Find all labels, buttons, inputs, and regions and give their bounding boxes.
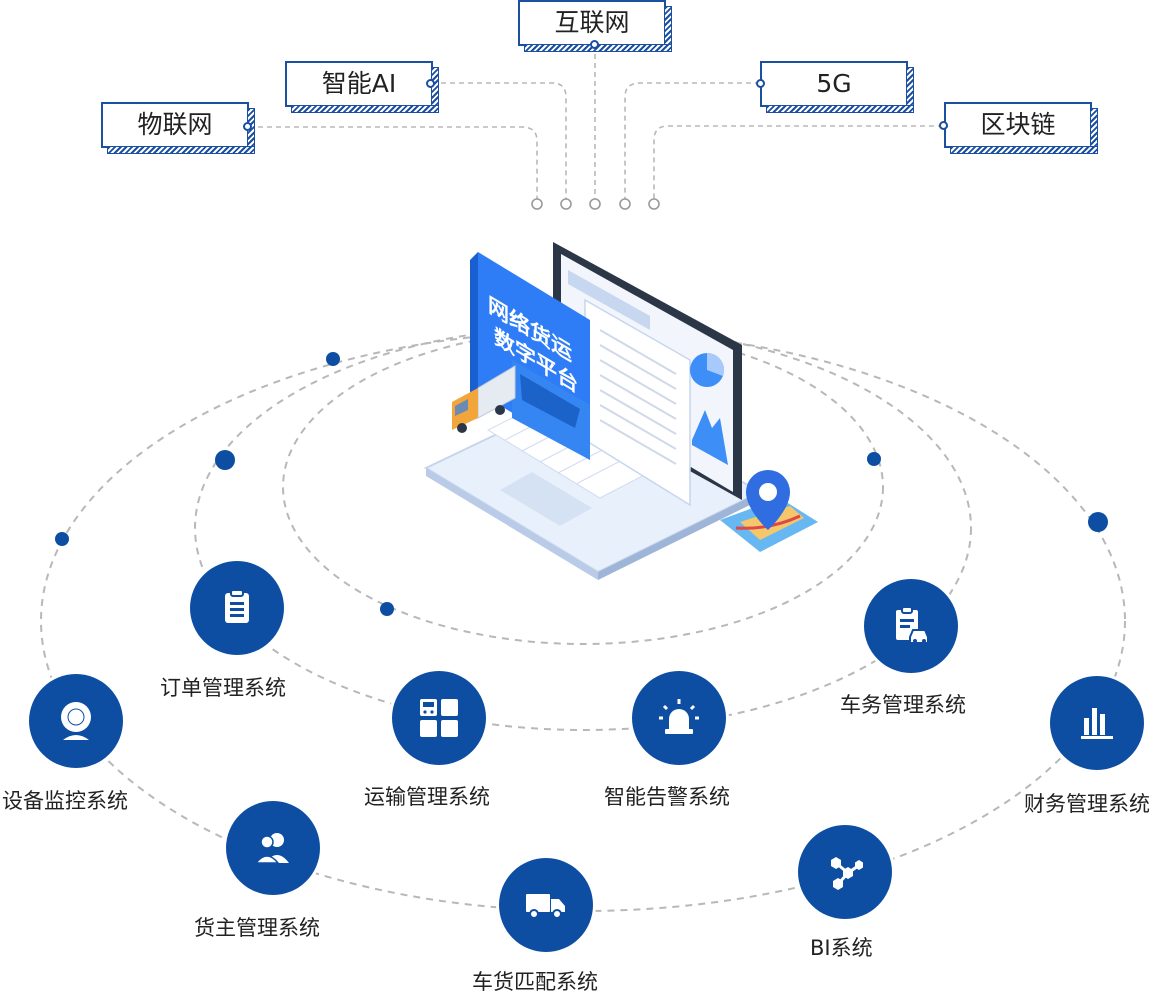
bus-grid-icon: [420, 699, 458, 737]
orbit-dot: [215, 450, 235, 470]
truck-icon: [526, 894, 565, 919]
connector-dot: [756, 79, 765, 88]
tech-label-blockchain: 区块链: [980, 110, 1056, 139]
orbit-inner: [282, 329, 884, 645]
camera-icon: [61, 702, 91, 740]
connector-dot: [939, 121, 948, 130]
tech-box-blockchain: 区块链: [944, 102, 1098, 154]
connector-dot: [590, 40, 599, 49]
bar-chart-icon: [1081, 708, 1113, 739]
network-nodes-icon: [831, 857, 863, 890]
device-monitor-system-label: 设备监控系统: [2, 789, 128, 813]
tech-box-5g: 5G: [760, 61, 914, 113]
tech-box-iot: 物联网: [101, 102, 255, 154]
tech-box-ai: 智能AI: [285, 61, 439, 113]
tech-box-internet: 互联网: [518, 0, 672, 52]
orbit-middle: [194, 325, 972, 731]
orbit-dot: [326, 352, 340, 366]
alarm-system-label: 智能告警系统: [604, 785, 730, 809]
vehicle-cargo-matching-system-node: [499, 858, 593, 952]
bi-system-node: [798, 825, 892, 919]
order-system-node: [190, 561, 284, 655]
transport-system-node: [392, 671, 486, 765]
alarm-system-node: [632, 671, 726, 765]
shipper-system-node: [226, 801, 320, 895]
tech-label-ai: 智能AI: [321, 69, 397, 98]
finance-system-node: [1050, 676, 1144, 770]
tech-label-iot: 物联网: [137, 110, 213, 139]
finance-system-label: 财务管理系统: [1024, 792, 1150, 816]
vehicle-cargo-matching-system-label: 车货匹配系统: [472, 970, 598, 994]
vehicle-affairs-system-label: 车务管理系统: [840, 693, 966, 717]
tech-label-internet: 互联网: [554, 8, 630, 37]
transport-system-label: 运输管理系统: [364, 785, 490, 809]
device-monitor-system-node: [29, 674, 123, 768]
orbit-dot: [1088, 512, 1108, 532]
users-icon: [254, 833, 289, 864]
alarm-light-icon: [659, 699, 699, 734]
orbit-dot: [55, 532, 69, 546]
document-car-icon: [896, 606, 929, 644]
shipper-system-label: 货主管理系统: [194, 916, 320, 940]
orbit-dot: [867, 452, 881, 466]
orbit-dot: [380, 602, 394, 616]
tech-label-5g: 5G: [816, 69, 852, 98]
connector-dot: [243, 122, 252, 131]
connector-dot: [426, 79, 435, 88]
order-system-label: 订单管理系统: [160, 676, 286, 700]
vehicle-affairs-system-node: [864, 579, 958, 673]
laptop-illustration: [423, 242, 818, 580]
bi-system-label: BI系统: [810, 936, 873, 960]
clipboard-icon: [225, 589, 249, 623]
